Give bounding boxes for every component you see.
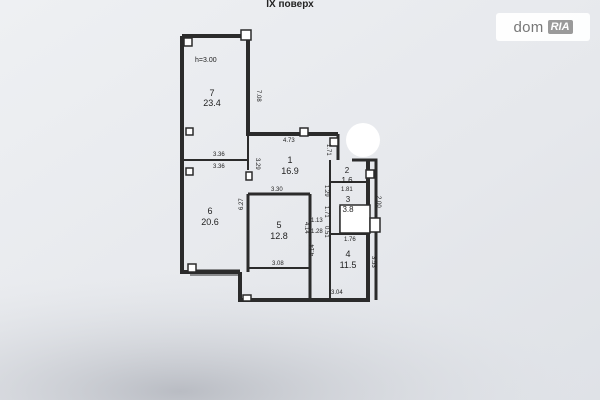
- room-number: 2: [345, 166, 350, 175]
- dimension: 7.08: [255, 90, 261, 102]
- dimension: 3.29: [254, 158, 260, 170]
- room-number: 5: [276, 220, 281, 230]
- dimension: 1.29: [323, 185, 329, 197]
- room-area: 3.8: [342, 205, 354, 214]
- room-number: 3: [346, 195, 351, 204]
- dimension: 4.73: [283, 138, 295, 144]
- dimension: 3.30: [271, 187, 283, 193]
- dimension: 0.51: [323, 226, 329, 238]
- dimension: 1.71: [323, 206, 329, 218]
- dimension: 3.36: [213, 164, 225, 170]
- dimension: 1.76: [344, 237, 356, 243]
- dimension: 3.36: [213, 152, 225, 158]
- room-area: 12.8: [270, 231, 288, 241]
- site-watermark: dom RIA: [496, 13, 590, 41]
- dimension: 4.14: [310, 244, 316, 256]
- room-number: 7: [209, 88, 214, 98]
- dimension: 1.71: [325, 144, 331, 156]
- dimension: 6.27: [239, 198, 245, 210]
- room-area: 20.6: [201, 217, 219, 227]
- plan-walls: [180, 34, 378, 302]
- ceiling-height: h=3.00: [195, 57, 217, 64]
- dimension: 1.81: [341, 187, 353, 193]
- dimension: 1.28: [311, 229, 323, 235]
- dimension: 2.00: [375, 196, 381, 208]
- dimension: 3.08: [272, 261, 284, 267]
- room-area: 1.6: [341, 176, 353, 185]
- paper-shadow: [0, 230, 600, 400]
- watermark-sub: RIA: [547, 20, 573, 34]
- dimension: 4.14: [303, 222, 309, 234]
- room-area: 11.5: [340, 260, 357, 270]
- dimension: 1.13: [311, 218, 323, 224]
- room-labels: 7 23.4 1 16.9 6 20.6 5 12.8 2 1.6 3 3.8 …: [201, 88, 356, 270]
- room-area: 23.4: [203, 98, 221, 108]
- watermark-brand: dom: [513, 18, 544, 36]
- room-number: 4: [345, 249, 350, 259]
- room-number: 1: [287, 155, 292, 165]
- plan-columns: [183, 29, 381, 302]
- dimension-labels: 7.08 4.73 1.71 3.36 3.36 3.29 3.30 6.27 …: [213, 90, 381, 296]
- room-area: 16.9: [281, 166, 299, 176]
- redaction-circle: [346, 123, 380, 157]
- floor-label: IX поверх: [266, 0, 314, 10]
- dimension: 3.53: [370, 256, 376, 268]
- dimension: 3.04: [331, 290, 343, 296]
- room-number: 6: [207, 206, 212, 216]
